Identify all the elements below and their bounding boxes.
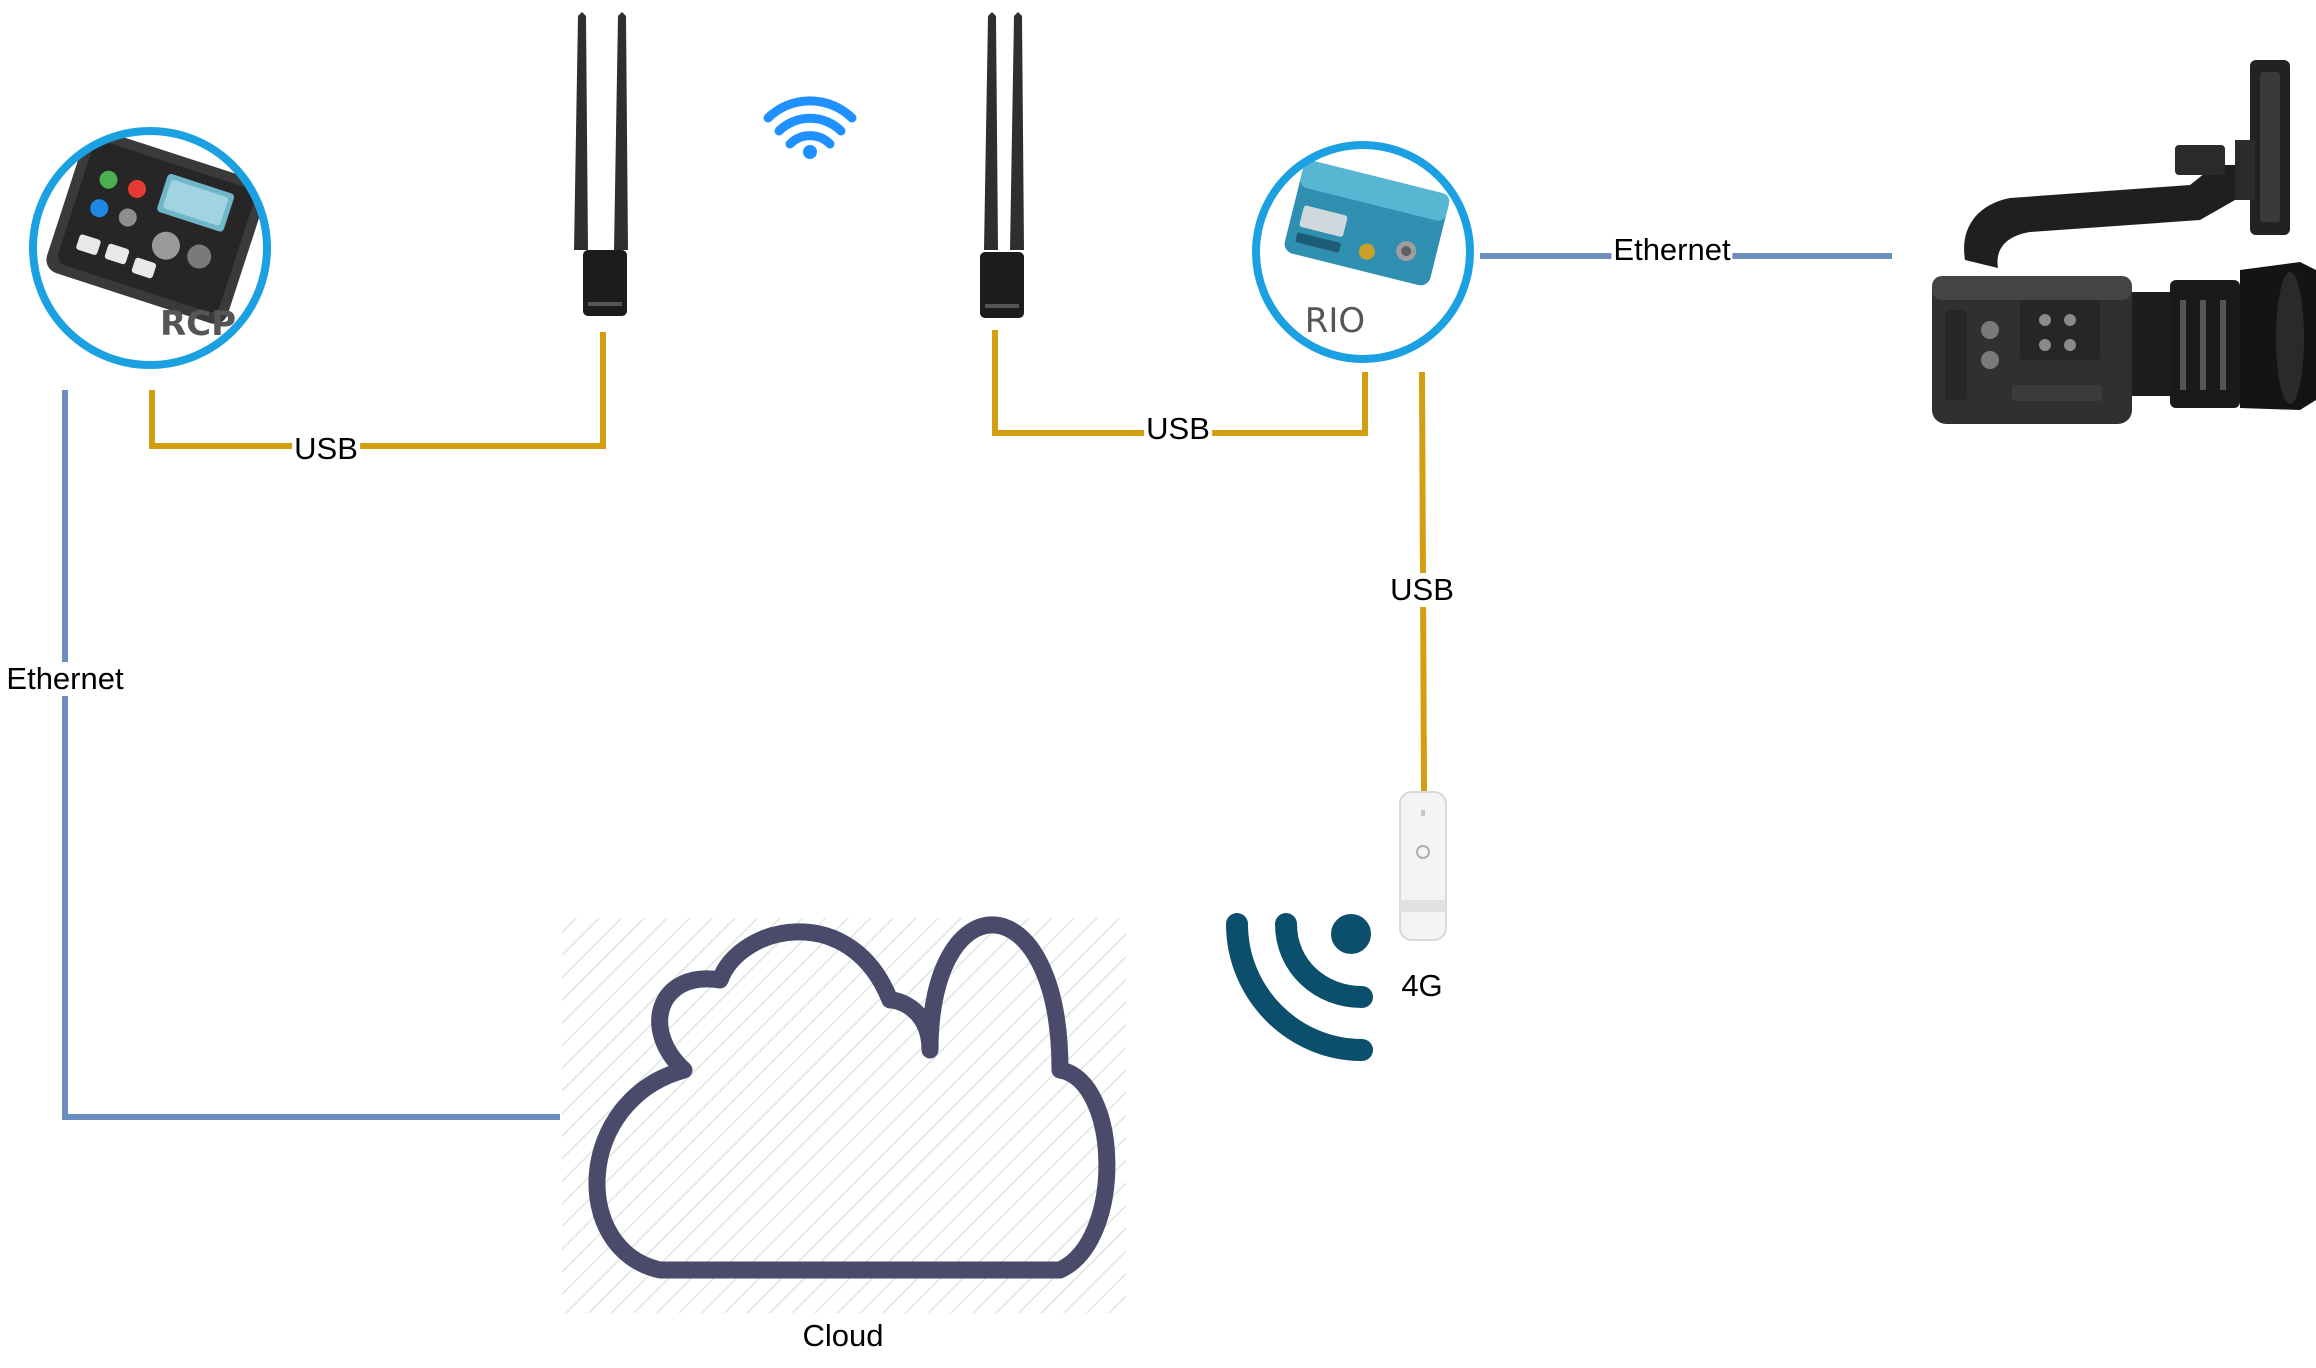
cinema-camera-icon [1932, 60, 2316, 424]
wifi-node [763, 96, 857, 159]
rcp-label: RCP [160, 304, 236, 344]
ethernet-label-rcp-cloud: Ethernet [4, 661, 126, 696]
antenna-radio-icon [574, 12, 628, 316]
rio-label: RIO [1305, 301, 1365, 341]
rcp-node[interactable]: RCP [29, 126, 271, 369]
modem-node[interactable] [1399, 791, 1447, 941]
wifi-icon [763, 96, 857, 159]
cloud-icon [588, 916, 1116, 1279]
usb-label-rio-modem: USB [1388, 572, 1456, 607]
rcp-panel-icon [46, 131, 267, 324]
usb-modem-icon [1399, 791, 1447, 941]
usb-label-radio-rio: USB [1144, 411, 1212, 446]
radio-right-node[interactable] [980, 12, 1024, 318]
antenna-radio-icon [980, 12, 1024, 318]
cloud-hatch-area [562, 918, 1126, 1313]
signal-node [1226, 913, 1373, 1061]
rio-box-icon [1284, 160, 1450, 286]
radio-left-node[interactable] [574, 12, 628, 316]
usb-line-rcp-radio [149, 332, 606, 449]
ethernet-label-rio-camera: Ethernet [1611, 232, 1733, 267]
wireless-signal-icon [1226, 913, 1373, 1061]
usb-label-rcp-radio: USB [292, 431, 360, 466]
cloud-node[interactable] [562, 916, 1126, 1313]
ethernet-line-rcp-cloud [62, 390, 560, 1120]
cloud-label: Cloud [802, 1318, 884, 1353]
camera-node[interactable] [1932, 60, 2316, 424]
rio-node[interactable]: RIO [1252, 141, 1474, 363]
modem-label: 4G [1401, 968, 1443, 1003]
